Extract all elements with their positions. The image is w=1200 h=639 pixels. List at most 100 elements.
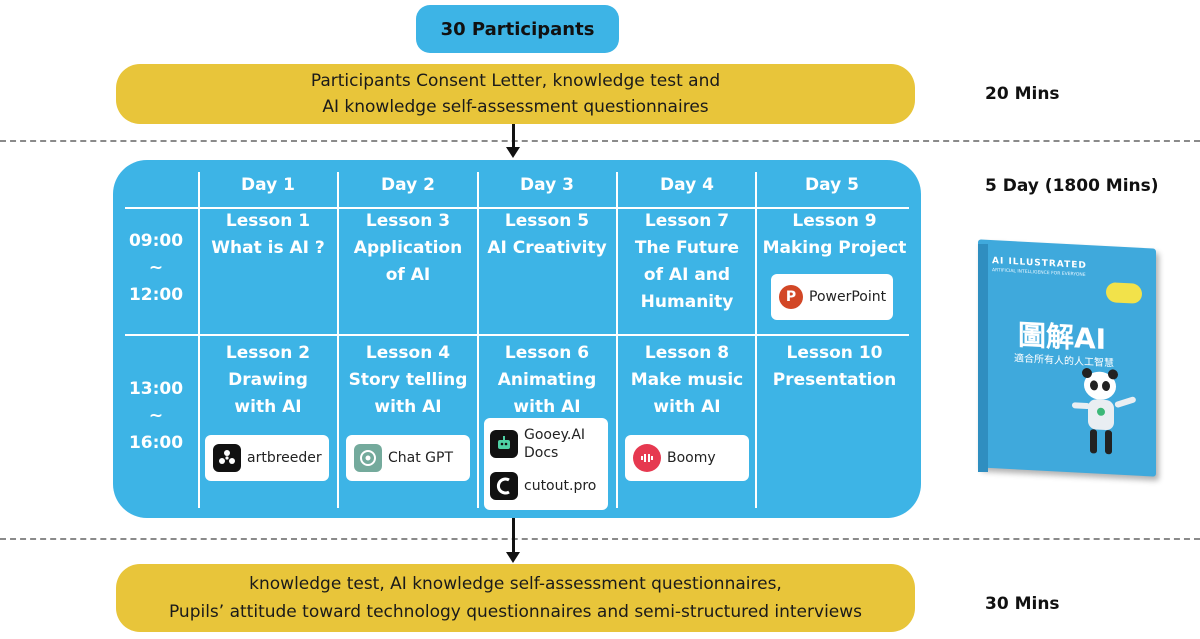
lesson-topic: with AI (653, 397, 721, 417)
lesson-topic: of AI (385, 265, 431, 285)
lesson-topic: with AI (374, 397, 442, 417)
cutout-row: cutout.pro (484, 466, 596, 506)
pre-test-line2: AI knowledge self-assessment questionnai… (322, 97, 709, 117)
lesson-topic: of AI and (643, 265, 731, 285)
post-test-box: knowledge test, AI knowledge self-assess… (116, 564, 915, 632)
gooey-cutout-badge: Gooey.AI Docs cutout.pro (484, 418, 608, 510)
column-divider (198, 172, 200, 508)
morning-start: 09:00 (128, 231, 184, 251)
chatgpt-badge: Chat GPT (346, 435, 470, 481)
book-spine (978, 244, 988, 472)
lesson-title: Lesson 10 (786, 343, 883, 363)
arrow-down-icon (512, 518, 515, 554)
lesson-6-cell: Lesson 6 Animating with AI (478, 340, 616, 421)
afternoon-sep: ~ (148, 406, 164, 426)
lesson-topic: with AI (234, 397, 302, 417)
lesson-title: Lesson 3 (365, 211, 451, 231)
gooey-robot-icon (490, 430, 518, 458)
column-divider (477, 172, 479, 508)
lesson-title: Lesson 1 (225, 211, 311, 231)
arrow-down-icon (512, 124, 515, 148)
participants-label: 30 Participants (440, 18, 595, 40)
artbreeder-badge: artbreeder (205, 435, 329, 481)
book-cover-image: AI ILLUSTRATED ARTIFICIAL INTELLIGENCE F… (978, 239, 1156, 477)
row-divider (125, 334, 909, 336)
afternoon-start: 13:00 (128, 379, 184, 399)
lesson-title: Lesson 9 (792, 211, 877, 231)
lesson-topic: with AI (513, 397, 581, 417)
participants-box: 30 Participants (416, 5, 619, 53)
lesson-topic: Make music (630, 370, 744, 390)
lesson-1-cell: Lesson 1 What is AI ? (199, 208, 337, 262)
lesson-title: Lesson 4 (365, 343, 451, 363)
lesson-8-cell: Lesson 8 Make music with AI (618, 340, 756, 421)
row-divider (125, 207, 909, 209)
gooey-label: Gooey.AI Docs (524, 426, 585, 462)
powerpoint-label: PowerPoint (809, 289, 887, 305)
lesson-2-cell: Lesson 2 Drawing with AI (199, 340, 337, 421)
powerpoint-badge: P PowerPoint (771, 274, 893, 320)
arrow-head-icon (506, 552, 520, 563)
panda-robot-icon (1072, 368, 1136, 455)
lesson-7-cell: Lesson 7 The Future of AI and Humanity (618, 208, 756, 316)
arrow-head-icon (506, 147, 520, 158)
day-header: Day 1 (241, 175, 295, 195)
lesson-title: Lesson 8 (644, 343, 730, 363)
powerpoint-icon: P (779, 285, 803, 309)
post-test-duration: 30 Mins (985, 594, 1060, 614)
lesson-topic: Making Project (762, 238, 907, 258)
column-divider (616, 172, 618, 508)
boomy-icon (633, 444, 661, 472)
boomy-label: Boomy (667, 450, 716, 466)
afternoon-end: 16:00 (128, 433, 184, 453)
lesson-topic: Drawing (228, 370, 308, 390)
lesson-title: Lesson 6 (504, 343, 590, 363)
lesson-4-cell: Lesson 4 Story telling with AI (339, 340, 477, 421)
lesson-9-cell: Lesson 9 Making Project (757, 208, 912, 262)
morning-time: 09:00 ~ 12:00 (113, 228, 199, 309)
artbreeder-icon (213, 444, 241, 472)
cloud-icon (1106, 282, 1142, 304)
morning-end: 12:00 (128, 285, 184, 305)
chatgpt-label: Chat GPT (388, 450, 454, 466)
lesson-topic: AI Creativity (487, 238, 607, 258)
lesson-title: Lesson 5 (504, 211, 590, 231)
program-duration: 5 Day (1800 Mins) (985, 176, 1159, 196)
boomy-badge: Boomy (625, 435, 749, 481)
lesson-title: Lesson 7 (644, 211, 730, 231)
morning-sep: ~ (148, 258, 164, 278)
gooey-row: Gooey.AI Docs (484, 422, 585, 466)
cutout-label: cutout.pro (524, 478, 597, 494)
lesson-3-cell: Lesson 3 Application of AI (339, 208, 477, 289)
lesson-5-cell: Lesson 5 AI Creativity (478, 208, 616, 262)
afternoon-time: 13:00 ~ 16:00 (113, 376, 199, 457)
day-header: Day 5 (805, 175, 859, 195)
lesson-topic: Application (353, 238, 463, 258)
column-divider (337, 172, 339, 508)
lesson-topic: Humanity (640, 292, 734, 312)
day-header: Day 2 (381, 175, 435, 195)
chatgpt-icon (354, 444, 382, 472)
lesson-topic: What is AI ? (211, 238, 325, 258)
day-header: Day 4 (660, 175, 714, 195)
lesson-topic: The Future (634, 238, 740, 258)
day-header: Day 3 (520, 175, 574, 195)
column-divider (755, 172, 757, 508)
lesson-topic: Animating (497, 370, 597, 390)
divider-top (0, 140, 1200, 142)
gooey-label-line1: Gooey.AI (524, 427, 586, 443)
pre-test-duration: 20 Mins (985, 84, 1060, 104)
lesson-topic: Presentation (772, 370, 897, 390)
divider-bottom (0, 538, 1200, 540)
cutout-icon (490, 472, 518, 500)
pre-test-line1: Participants Consent Letter, knowledge t… (310, 71, 721, 91)
gooey-label-line2: Docs (524, 445, 559, 461)
post-test-line2: Pupils’ attitude toward technology quest… (168, 602, 863, 622)
post-test-line1: knowledge test, AI knowledge self-assess… (249, 574, 782, 594)
schedule-table: Day 1 Day 2 Day 3 Day 4 Day 5 09:00 ~ 12… (113, 160, 921, 518)
lesson-title: Lesson 2 (225, 343, 311, 363)
pre-test-box: Participants Consent Letter, knowledge t… (116, 64, 915, 124)
lesson-topic: Story telling (348, 370, 468, 390)
lesson-10-cell: Lesson 10 Presentation (757, 340, 912, 394)
artbreeder-label: artbreeder (247, 450, 322, 466)
